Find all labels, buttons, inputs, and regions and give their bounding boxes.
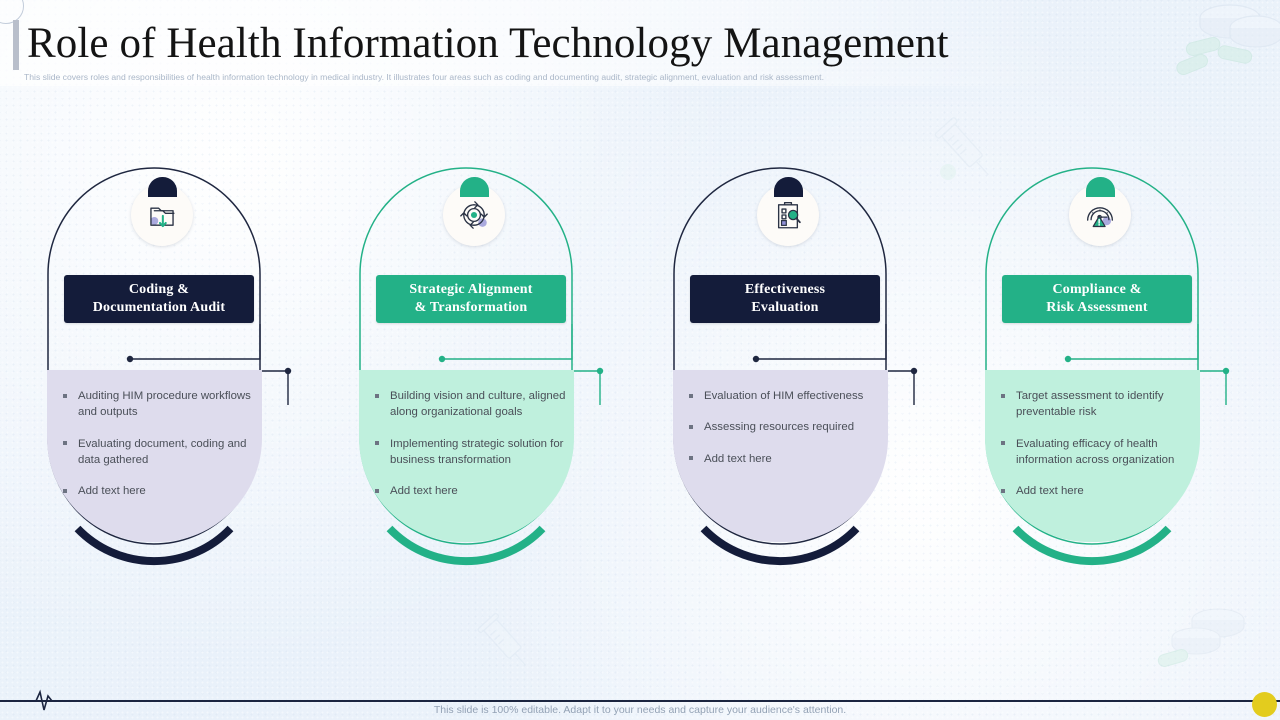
- pillar-title-line1: Compliance &: [1052, 282, 1142, 297]
- pillar-bullet-list: Building vision and culture, aligned alo…: [371, 388, 567, 514]
- footer-note: This slide is 100% editable. Adapt it to…: [433, 704, 847, 716]
- bullet-item: Auditing HIM procedure workflows and out…: [59, 388, 255, 421]
- pillar-body-fill: [47, 370, 262, 542]
- page-subtitle: This slide covers roles and responsibili…: [24, 72, 824, 82]
- pillar-body-fill: [359, 370, 574, 542]
- page-title: Role of Health Information Technology Ma…: [27, 20, 949, 67]
- risk-gauge-warning-icon[interactable]: [1069, 184, 1131, 246]
- pillar-cap-accent: [460, 177, 489, 197]
- bullet-item: Evaluating efficacy of health informatio…: [997, 436, 1193, 469]
- bullet-item: Assessing resources required: [685, 419, 881, 435]
- pillar-body-fill: [673, 370, 888, 542]
- pillar-title-line1: Strategic Alignment: [409, 282, 533, 297]
- pillar-2[interactable]: Building vision and culture, aligned alo…: [314, 167, 634, 620]
- accent-dot: [1252, 692, 1277, 717]
- footer-divider: [0, 700, 1280, 702]
- pillar-title-line1: Effectiveness: [744, 282, 826, 297]
- pillar-4[interactable]: Target assessment to identify preventabl…: [940, 167, 1260, 620]
- pillar-title-plate[interactable]: Compliance & Risk Assessment: [1002, 275, 1192, 323]
- bullet-item: Target assessment to identify preventabl…: [997, 388, 1193, 421]
- pillar-cap-accent: [148, 177, 177, 197]
- pillar-title-line2: Risk Assessment: [1046, 300, 1148, 315]
- bullet-item: Evaluating document, coding and data gat…: [59, 436, 255, 469]
- bullet-item: Add text here: [371, 483, 567, 499]
- heartbeat-icon: [24, 689, 74, 711]
- bullet-item: Building vision and culture, aligned alo…: [371, 388, 567, 421]
- pillar-cap-accent: [774, 177, 803, 197]
- pillar-title-plate[interactable]: Coding & Documentation Audit: [64, 275, 254, 323]
- title-accent-bar: [13, 20, 19, 70]
- pillar-body-fill: [985, 370, 1200, 542]
- bullet-item: Add text here: [685, 451, 881, 467]
- pillar-bullet-list: Target assessment to identify preventabl…: [997, 388, 1193, 514]
- bullet-item: Implementing strategic solution for busi…: [371, 436, 567, 469]
- pillar-title-line2: Evaluation: [751, 300, 819, 315]
- bullet-item: Add text here: [997, 483, 1193, 499]
- pillar-title-plate[interactable]: Strategic Alignment & Transformation: [376, 275, 566, 323]
- pillar-title-line1: Coding &: [128, 282, 190, 297]
- title-band: [0, 0, 1064, 86]
- pillar-bullet-list: Auditing HIM procedure workflows and out…: [59, 388, 255, 514]
- pillar-cap-accent: [1086, 177, 1115, 197]
- bullet-item: Evaluation of HIM effectiveness: [685, 388, 881, 404]
- bullet-item: Add text here: [59, 483, 255, 499]
- pillar-title-line2: & Transformation: [414, 300, 528, 315]
- pillar-title-line2: Documentation Audit: [92, 300, 226, 315]
- pillar-1[interactable]: Auditing HIM procedure workflows and out…: [2, 167, 322, 620]
